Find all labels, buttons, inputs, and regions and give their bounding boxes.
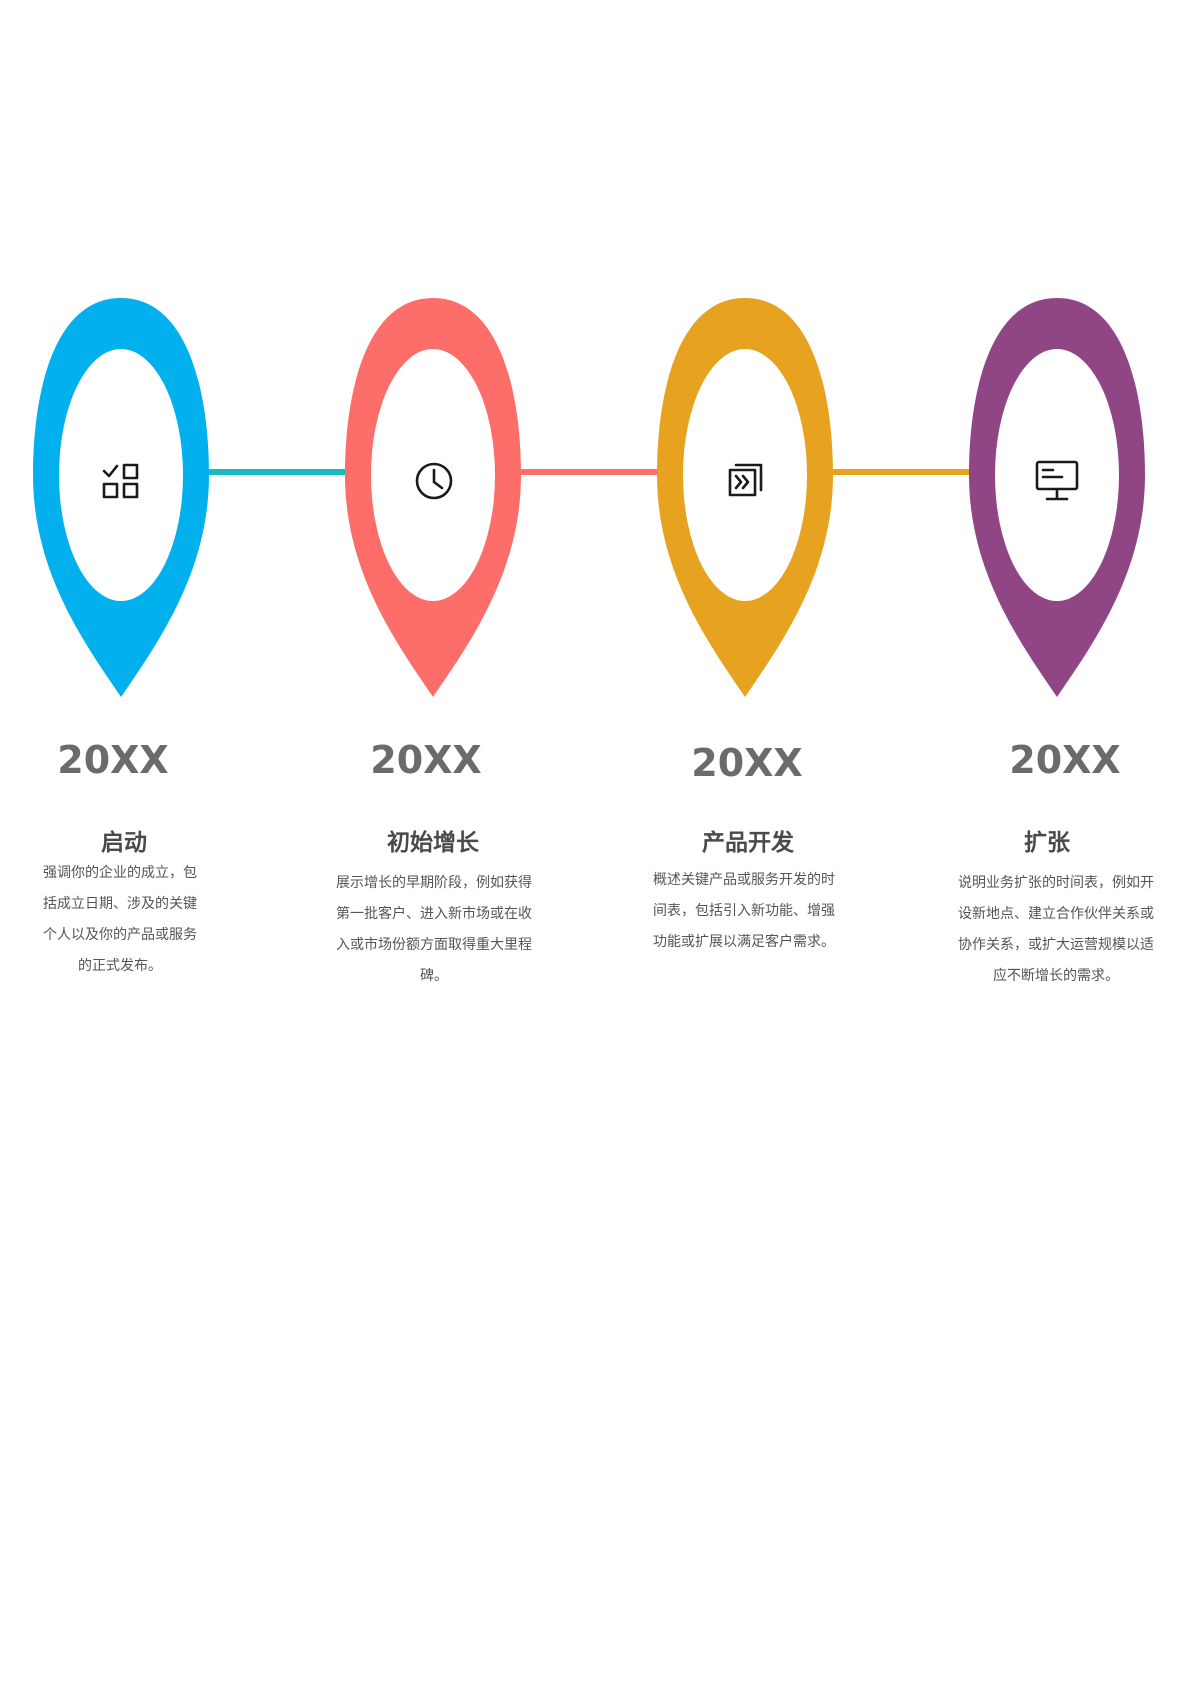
- desc-line: 间表，包括引入新功能、增强: [653, 903, 835, 919]
- desc-line: 括成立日期、涉及的关键: [43, 896, 197, 912]
- stage-1-year: 20XX: [57, 738, 169, 782]
- stage-2-description: 展示增长的早期阶段，例如获得 第一批客户、进入新市场或在收 入或市场份额方面取得…: [324, 868, 544, 992]
- clock-icon: [415, 462, 453, 500]
- connector-1-2: [200, 469, 350, 475]
- stage-3-year: 20XX: [691, 741, 803, 785]
- stage-4-title: 扩张: [1024, 830, 1070, 856]
- stage-3-title: 产品开发: [702, 830, 794, 856]
- stage-3-pin: [657, 298, 833, 697]
- desc-line: 概述关键产品或服务开发的时: [653, 872, 835, 888]
- checklist-grid-icon: [102, 463, 139, 499]
- desc-line: 入或市场份额方面取得重大里程: [336, 937, 532, 953]
- stage-4-description: 说明业务扩张的时间表，例如开 设新地点、建立合作伙伴关系或 协作关系，或扩大运营…: [946, 868, 1166, 992]
- desc-line: 的正式发布。: [78, 958, 162, 974]
- desc-line: 个人以及你的产品或服务: [43, 927, 197, 943]
- desc-line: 协作关系，或扩大运营规模以适: [958, 937, 1154, 953]
- desc-line: 碑。: [420, 968, 448, 984]
- connector-3-4: [824, 469, 974, 475]
- stage-2-year: 20XX: [370, 738, 482, 782]
- stage-3-description: 概述关键产品或服务开发的时 间表，包括引入新功能、增强 功能或扩展以满足客户需求…: [644, 865, 844, 958]
- stage-2-title: 初始增长: [387, 830, 479, 856]
- monitor-icon: [1035, 460, 1079, 501]
- forward-stack-icon: [728, 463, 763, 497]
- stage-1-pin: [33, 298, 209, 697]
- desc-line: 功能或扩展以满足客户需求。: [653, 934, 835, 950]
- desc-line: 第一批客户、进入新市场或在收: [336, 906, 532, 922]
- stage-1-title: 启动: [101, 830, 147, 856]
- desc-line: 说明业务扩张的时间表，例如开: [958, 875, 1154, 891]
- desc-line: 强调你的企业的成立，包: [43, 865, 197, 881]
- desc-line: 应不断增长的需求。: [993, 968, 1119, 984]
- stage-4-year: 20XX: [1009, 738, 1121, 782]
- stage-1-description: 强调你的企业的成立，包 括成立日期、涉及的关键 个人以及你的产品或服务 的正式发…: [30, 858, 210, 982]
- desc-line: 设新地点、建立合作伙伴关系或: [958, 906, 1154, 922]
- desc-line: 展示增长的早期阶段，例如获得: [336, 875, 532, 891]
- connector-2-3: [512, 469, 662, 475]
